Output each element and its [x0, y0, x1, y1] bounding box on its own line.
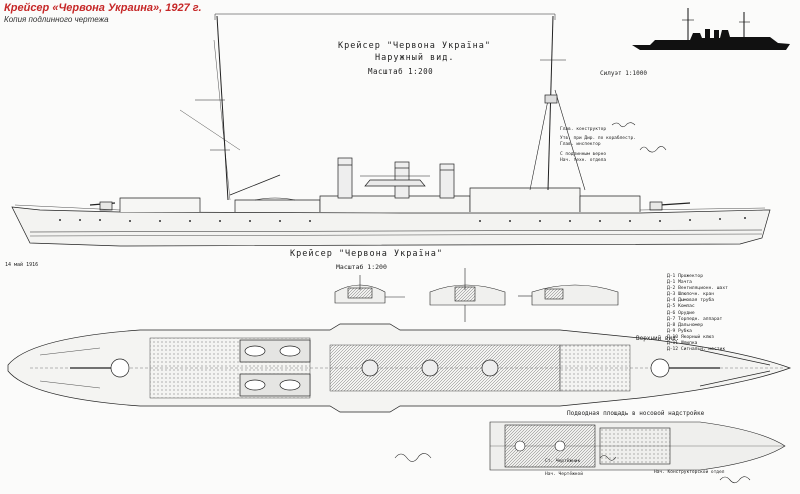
document-title: Крейсер «Червона Украина», 1927 г. [4, 2, 202, 14]
legend-item: Д-11 Шлюпка [667, 341, 698, 347]
profile-scale: Масштаб 1:200 [368, 67, 434, 76]
top-view-label: Верхний вид. [636, 335, 680, 342]
signature-note: Глав. конструктор [560, 127, 607, 132]
legend: Д-1 Прожектор Д-1 Мачта Д-2 Вентиляционн… [667, 274, 728, 353]
lower-deck-label: Подводная площадь в носовой надстройке [567, 410, 705, 417]
legend-item: Д-2 Вентиляционн. шахт [667, 286, 728, 292]
turret-details [334, 268, 619, 322]
legend-item: Д-9 Рубка [667, 328, 692, 334]
legend-item: Д-6 Орудие [667, 310, 695, 316]
signature-note: Нач. техн. отдела [560, 158, 607, 163]
signature-note: С подлинным верно [560, 152, 607, 157]
legend-item: Д-12 Сигнальн. мостик [667, 347, 726, 353]
signature-note: Утв. при Дир. по кораблестр. [560, 136, 636, 141]
signature-note: Глав. инспектор [560, 142, 601, 147]
legend-item: Д-5 Компас [667, 304, 695, 310]
document-subtitle: Копия подлинного чертежа [4, 15, 109, 24]
legend-item: Д-10 Якорный клюз [667, 334, 715, 340]
plan-title: Крейсер "Червона Україна" [290, 249, 443, 259]
bottom-note: Нач. Чертёжной [545, 472, 583, 477]
signature-scribbles [394, 122, 751, 484]
legend-item: Д-7 Торпедн. аппарат [667, 316, 723, 322]
lower-deck-plan [489, 421, 786, 471]
profile-title-line1: Крейсер "Червона Україна" [338, 41, 491, 51]
top-view [7, 323, 792, 413]
legend-item: Д-1 Мачта [667, 280, 692, 286]
date-stamp: 14 май 1916 [5, 262, 39, 268]
legend-item: Д-1 Прожектор [667, 274, 703, 279]
profile-title-line2: Наружный вид. [375, 53, 455, 63]
silhouette-scale: Силуэт 1:1000 [600, 70, 647, 77]
bottom-note: Нач. Конструкторской отдел [654, 470, 725, 475]
legend-item: Д-8 Дальномер [667, 322, 703, 328]
plan-scale: Масштаб 1:200 [336, 263, 387, 271]
legend-item: Д-4 Дымовая труба [667, 298, 715, 304]
profile-view [11, 13, 771, 247]
ship-silhouette [632, 8, 790, 50]
bottom-note: Ст. Чертёжник [545, 459, 581, 464]
legend-item: Д-3 Шлюпочн. кран [667, 292, 715, 298]
